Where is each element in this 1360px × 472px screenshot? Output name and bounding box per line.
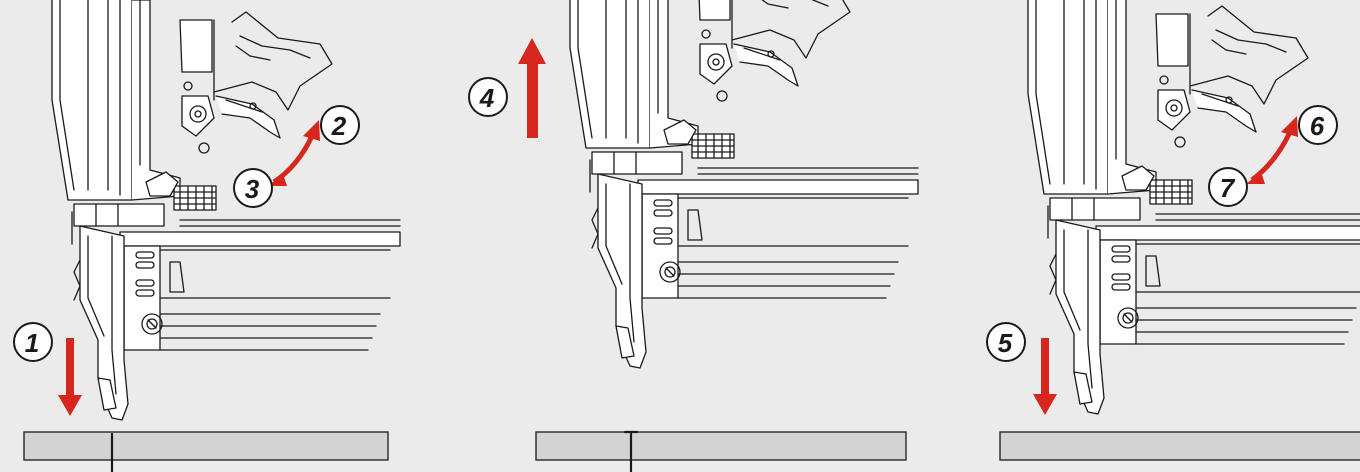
up-arrow-icon (518, 38, 546, 138)
down-arrow-icon (58, 338, 82, 416)
step-badge-2: 2 (320, 105, 360, 145)
down-arrow-icon (1033, 338, 1057, 415)
panel-2: 4 (468, 0, 919, 472)
workpiece-board (999, 431, 1360, 461)
nail-icon (623, 430, 639, 472)
step-badge-label: 6 (1310, 111, 1325, 141)
panel-3: 5 6 7 (986, 0, 1360, 461)
step-badge-label: 2 (331, 111, 347, 141)
step-badge-5: 5 (986, 322, 1026, 362)
step-badge-label: 3 (245, 174, 260, 204)
step-badge-1: 1 (13, 322, 53, 362)
curved-arrow-icon (268, 120, 320, 186)
nailer-illustration (1027, 0, 1360, 415)
panel-1: 1 2 3 (13, 0, 401, 472)
step-badge-3: 3 (233, 168, 273, 208)
step-badge-label: 4 (479, 83, 495, 113)
step-badge-label: 5 (998, 328, 1013, 358)
step-badge-4: 4 (468, 77, 508, 117)
step-badge-7: 7 (1208, 167, 1248, 207)
step-badge-6: 6 (1298, 105, 1338, 145)
step-badge-label: 1 (25, 328, 39, 358)
workpiece-board (23, 431, 389, 461)
nailer-illustration (569, 0, 919, 369)
step-badge-label: 7 (1220, 173, 1236, 203)
curved-arrow-icon (1246, 116, 1298, 184)
workpiece-board (535, 431, 907, 461)
nailer-illustration (51, 0, 401, 421)
